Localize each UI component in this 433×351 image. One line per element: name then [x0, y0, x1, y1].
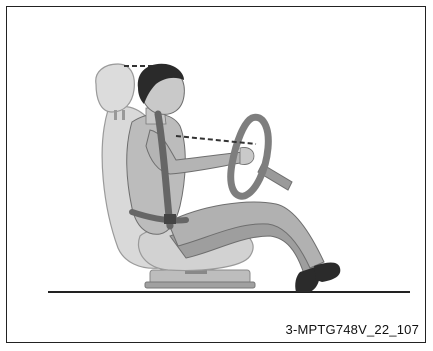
seat-rail [145, 268, 255, 288]
driver-hand [240, 147, 254, 164]
headrest [96, 64, 135, 112]
driver-shoe-front [314, 263, 340, 283]
reach-distance-guide [176, 136, 256, 144]
figure-code-label: 3-MPTG748V_22_107 [286, 322, 419, 337]
